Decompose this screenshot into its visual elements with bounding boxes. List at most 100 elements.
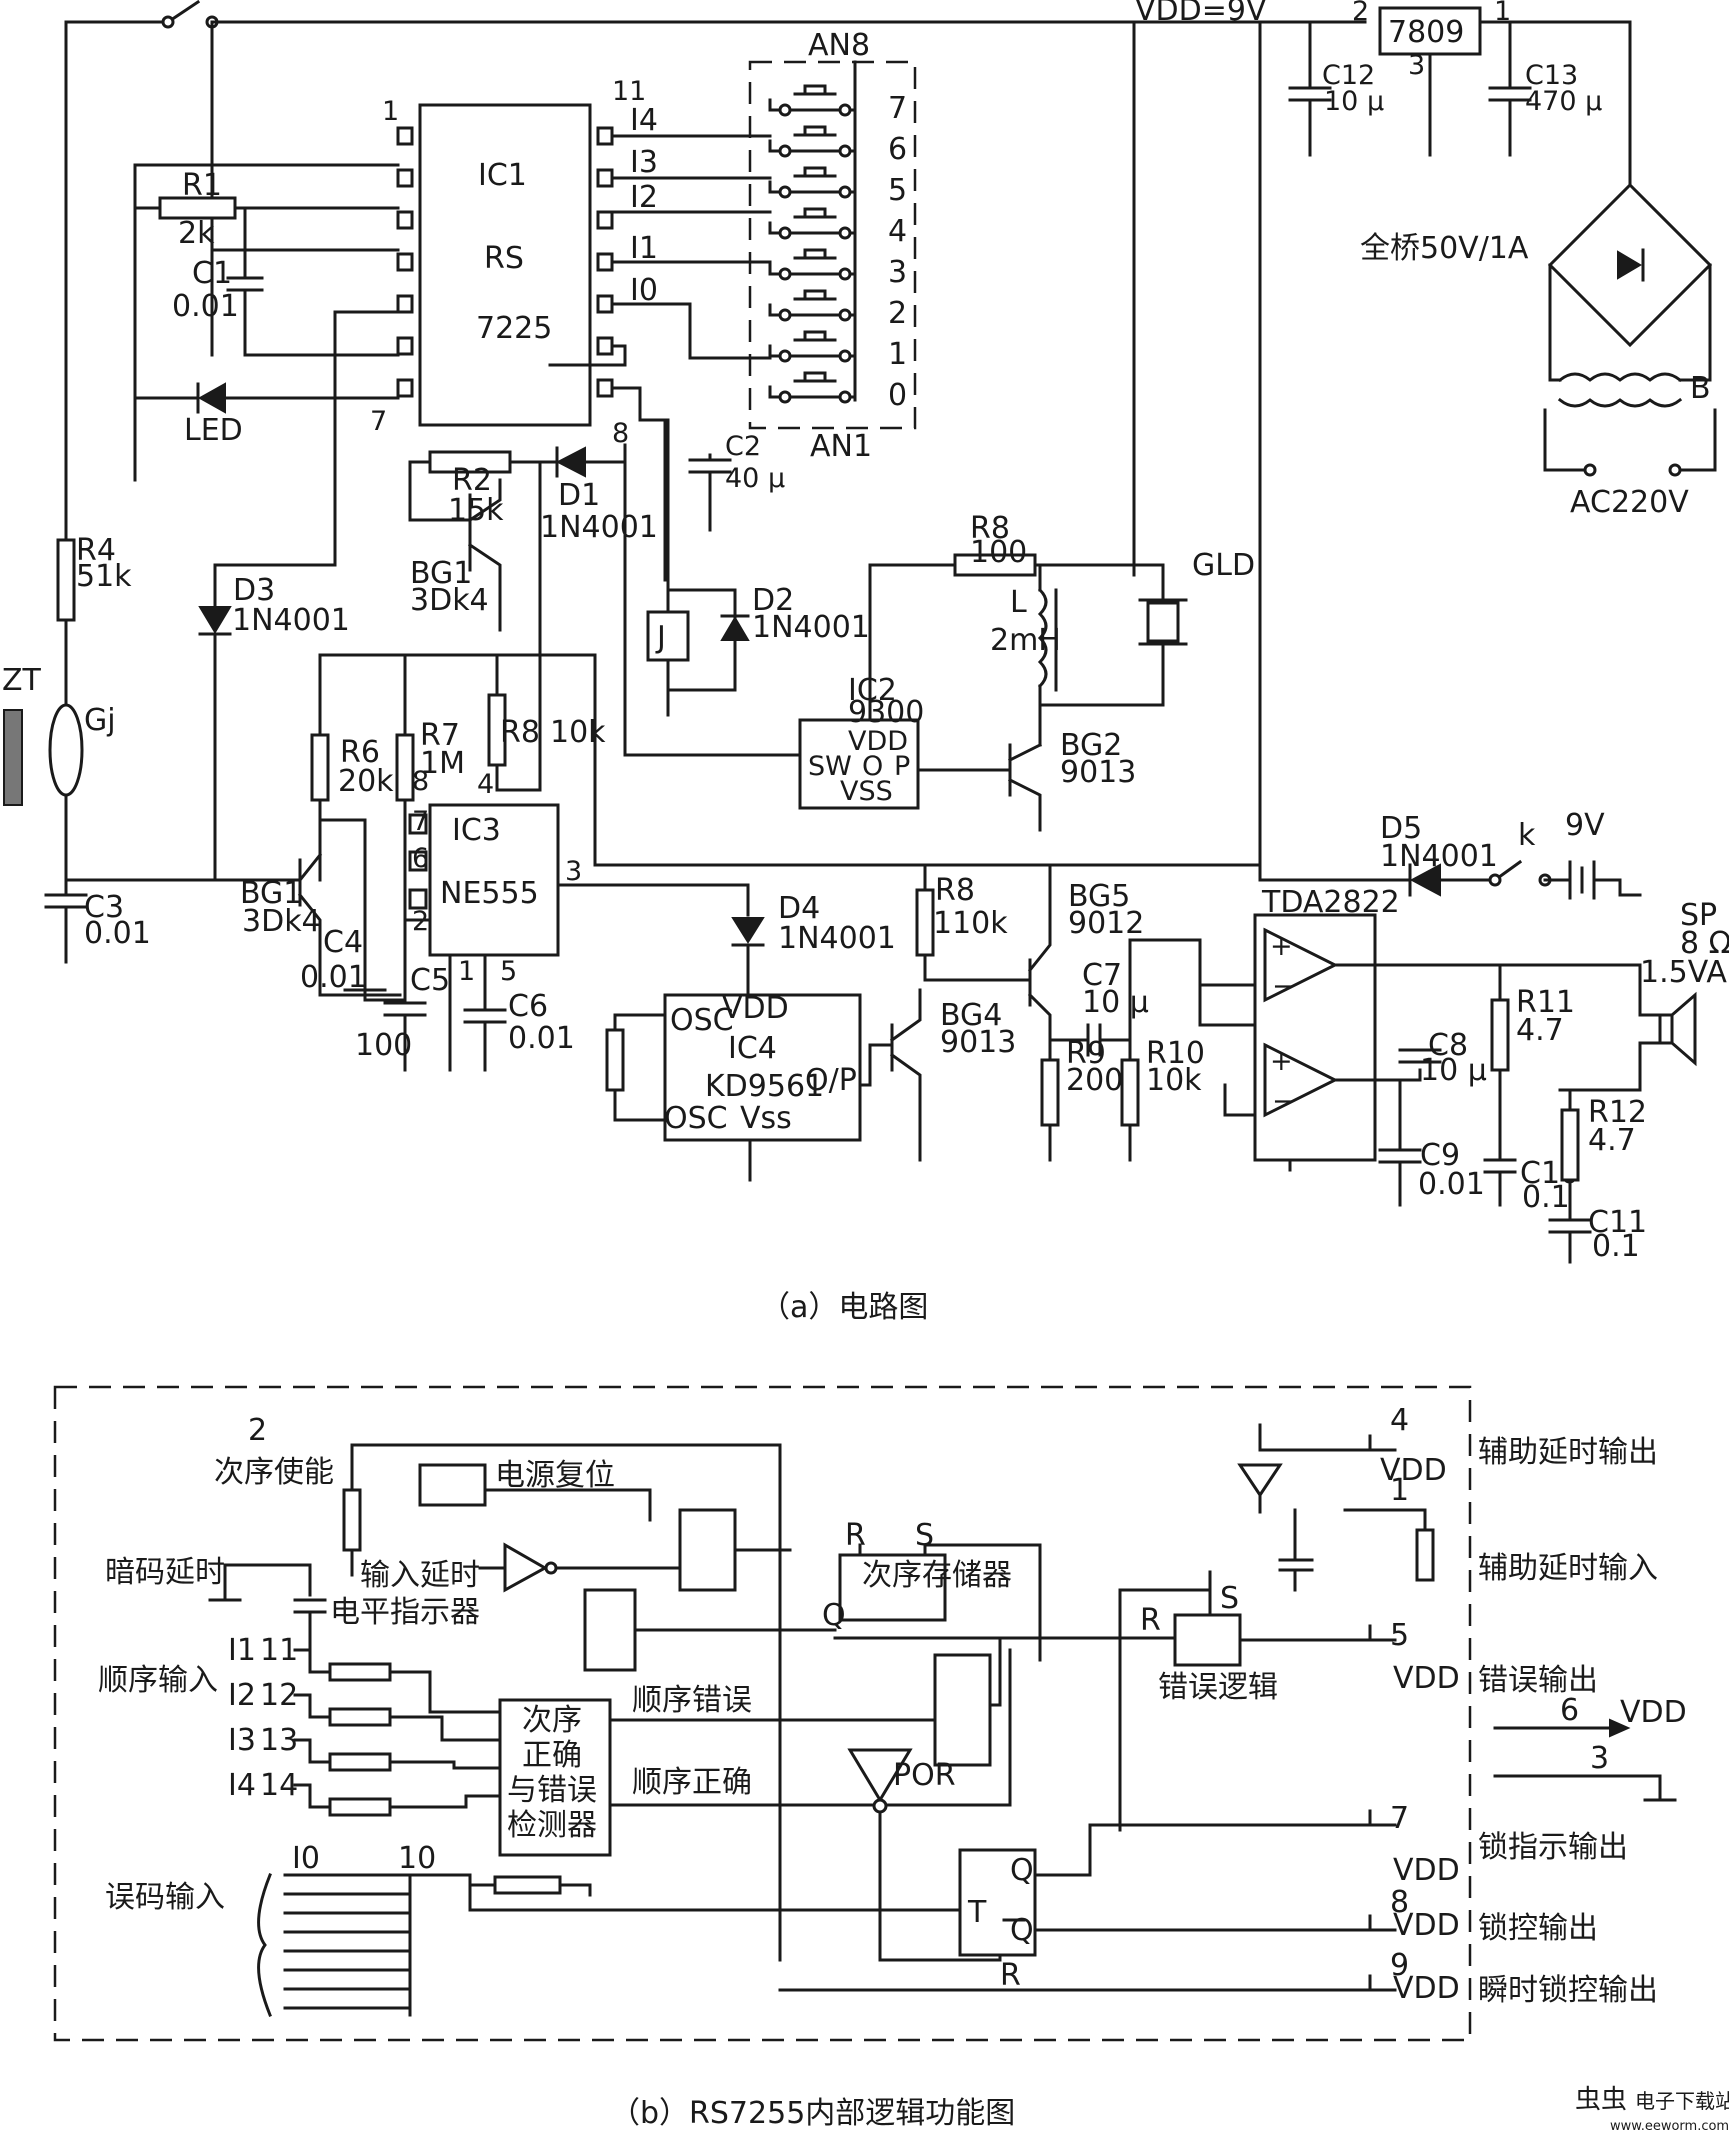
sp-power: 1.5VA <box>1640 955 1727 990</box>
ic3-pin3: 3 <box>565 856 582 887</box>
outpin-7: 7 <box>1390 1801 1409 1836</box>
gld-label: GLD <box>1192 548 1255 583</box>
ic3-pin1: 1 <box>458 956 475 987</box>
watermark: 虫虫 电子下载站 www.eeworm.com <box>1575 2085 1729 2134</box>
c9-name: C9 <box>1420 1138 1460 1173</box>
buzzer-gld <box>1146 601 1180 643</box>
r8a-name: R8 <box>500 715 540 750</box>
d4-value: 1N4001 <box>778 921 896 956</box>
c13-value: 470 μ <box>1525 86 1602 117</box>
r1-name: R1 <box>182 168 222 203</box>
seq-input-label: 顺序输入 <box>98 1663 218 1698</box>
ic2-sw: SW <box>808 751 852 782</box>
sp-name: SP <box>1680 898 1717 933</box>
toggle-r-label: R <box>1000 1958 1021 1993</box>
d1-value: 1N4001 <box>540 510 658 545</box>
detector-line3: 与错误 <box>507 1773 597 1808</box>
d3-name: D3 <box>233 573 275 608</box>
storage-q-label: Q <box>822 1598 846 1633</box>
key-matrix-outline <box>748 60 917 430</box>
ic2-o: O <box>862 751 883 782</box>
ic1-line2: RS <box>484 241 524 276</box>
svg-text:+: + <box>1270 1046 1293 1077</box>
c13-name: C13 <box>1525 60 1578 91</box>
r4-value: 51k <box>76 559 132 594</box>
bridge-label: 全桥50V/1A <box>1360 231 1529 266</box>
c4-name: C4 <box>323 925 363 960</box>
r6-value: 20k <box>338 764 394 799</box>
ic1-line1: IC1 <box>478 158 527 193</box>
out-lock-ind: 锁指示输出 <box>1478 1830 1628 1865</box>
pin10-label: 10 <box>398 1841 436 1876</box>
detector-line1: 次序 <box>522 1703 582 1738</box>
d5-name: D5 <box>1380 811 1422 846</box>
outpin-9: 9 <box>1390 1948 1409 1983</box>
input-i4: I4 <box>630 103 658 138</box>
outpin-6: 6 <box>1560 1693 1579 1728</box>
key-7-label: 7 <box>888 91 907 126</box>
relay-j <box>646 610 690 662</box>
toggle-qbar-label: Q <box>1010 1913 1034 1948</box>
key-6-label: 6 <box>888 132 907 167</box>
r11-value: 4.7 <box>1516 1013 1564 1048</box>
r6-name: R6 <box>340 735 380 770</box>
bg5-value: 9012 <box>1068 906 1144 941</box>
outpin-3: 3 <box>1590 1741 1609 1776</box>
key-1-label: 1 <box>888 337 907 372</box>
por-buffer <box>847 1748 913 1803</box>
ic1-rs7225 <box>418 103 592 427</box>
r1-value: 2k <box>178 216 215 251</box>
seq-error-label: 顺序错误 <box>632 1683 752 1718</box>
key-an8-label: AN8 <box>808 28 870 63</box>
ic3-line2: NE555 <box>440 876 539 911</box>
ic2-9300 <box>798 718 920 810</box>
gate-and-3 <box>933 1653 992 1767</box>
out-lock-ctl: 锁控输出 <box>1478 1911 1598 1946</box>
detector-box <box>498 1698 612 1857</box>
ic4-kd9561 <box>663 993 862 1142</box>
ic2-p: P <box>894 751 910 782</box>
c3-value: 0.01 <box>84 916 151 951</box>
error-logic-box <box>1173 1613 1242 1667</box>
bg1b-value: 3Dk4 <box>242 904 321 939</box>
c12-value: 10 μ <box>1324 86 1384 117</box>
battery-label: 9V <box>1565 808 1605 843</box>
r4-name: R4 <box>76 533 116 568</box>
key-4-label: 4 <box>888 214 907 249</box>
seq-storage-box <box>838 1553 947 1622</box>
toggle-ff-box <box>958 1848 1037 1957</box>
outpin-5: 5 <box>1390 1618 1409 1653</box>
switch-k-label: k <box>1518 818 1536 853</box>
gate-and-1 <box>678 1508 737 1592</box>
ic4-vss: Vss <box>740 1101 792 1136</box>
c8-value: 10 μ <box>1420 1053 1487 1088</box>
d2-name: D2 <box>752 583 794 618</box>
speaker-sp <box>1658 1013 1674 1045</box>
c4-value: 0.01 <box>300 960 367 995</box>
ic4-osc2: OSC <box>664 1101 728 1136</box>
ic4-name: IC4 <box>728 1031 777 1066</box>
c9-value: 0.01 <box>1418 1167 1485 1202</box>
power-reset-box <box>418 1463 487 1507</box>
pin2-label: 2 <box>248 1413 267 1448</box>
magnet-zt <box>3 709 23 806</box>
seq-pin-11: 11 <box>260 1633 298 1668</box>
r10-name: R10 <box>1146 1036 1205 1071</box>
transformer-label: B <box>1690 371 1711 406</box>
detector-line2: 正确 <box>522 1738 582 1773</box>
relay-j-label: J <box>655 620 666 655</box>
errlogic-r-label: R <box>1140 1603 1161 1638</box>
c11-name: C11 <box>1588 1205 1647 1240</box>
r12-value: 4.7 <box>1588 1123 1636 1158</box>
seq-pin-14: 14 <box>260 1768 298 1803</box>
key-3-label: 3 <box>888 255 907 290</box>
input-i0: I0 <box>630 273 658 308</box>
key-5-label: 5 <box>888 173 907 208</box>
watermark-site: 电子下载站 <box>1635 2089 1729 2113</box>
c11-value: 0.1 <box>1592 1229 1640 1264</box>
r8c-name: R8 <box>935 873 975 908</box>
c6-name: C6 <box>508 989 548 1024</box>
bg4-name: BG4 <box>940 998 1002 1033</box>
reed-switch-gj <box>48 703 84 797</box>
input-i1: I1 <box>630 231 658 266</box>
